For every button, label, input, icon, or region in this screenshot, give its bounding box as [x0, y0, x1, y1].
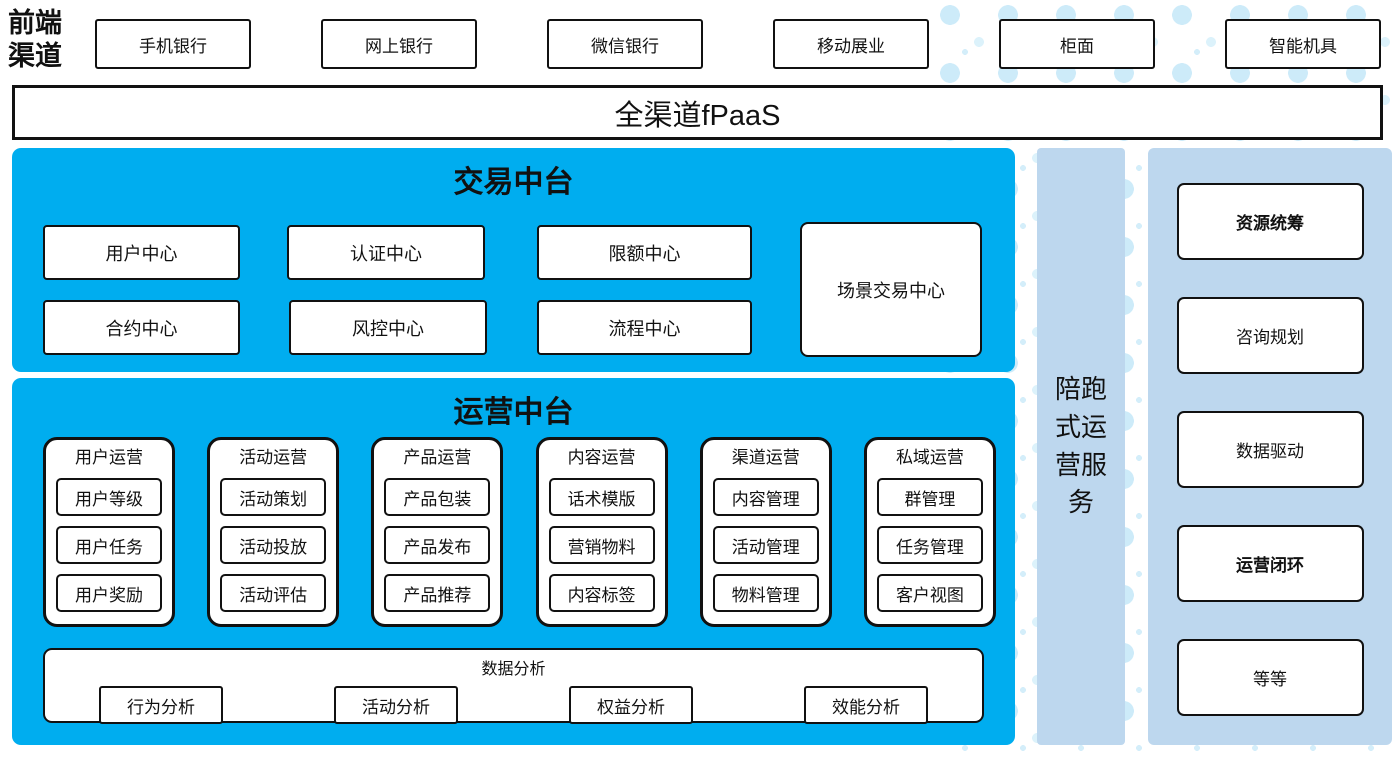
box-user-level: 用户等级: [56, 478, 162, 516]
group-title: 产品运营: [403, 448, 472, 467]
box-behavior-analysis: 行为分析: [99, 686, 223, 724]
box-user-center: 用户中心: [43, 225, 240, 280]
box-user-task: 用户任务: [56, 526, 162, 564]
box-product-release: 产品发布: [384, 526, 491, 564]
box-marketing-material: 营销物料: [548, 526, 655, 564]
box-activity-evaluation: 活动评估: [220, 574, 327, 612]
box-risk-center: 风控中心: [289, 300, 487, 355]
box-scene-trading-center: 场景交易中心: [800, 222, 982, 357]
box-activity-management: 活动管理: [712, 526, 819, 564]
box-efficiency-analysis: 效能分析: [804, 686, 928, 724]
box-auth-center: 认证中心: [287, 225, 485, 280]
channel-box-mobile-marketing: 移动展业: [773, 19, 929, 69]
box-data-driven: 数据驱动: [1176, 411, 1364, 488]
box-etc: 等等: [1176, 639, 1364, 716]
group-title: 内容运营: [567, 448, 636, 467]
box-process-center: 流程中心: [537, 300, 752, 355]
group-channel-operation: 渠道运营 内容管理 活动管理 物料管理: [699, 437, 832, 627]
box-product-recommendation: 产品推荐: [384, 574, 491, 612]
box-limit-center: 限额中心: [537, 225, 752, 280]
data-analysis-panel: 数据分析 行为分析 活动分析 权益分析 效能分析: [43, 648, 984, 724]
group-content-operation: 内容运营 话术模版 营销物料 内容标签: [535, 437, 668, 627]
right-service-panel: 资源统筹 咨询规划 数据驱动 运营闭环 等等: [1148, 148, 1392, 745]
group-private-domain-operation: 私域运营 群管理 任务管理 客户视图: [863, 437, 996, 627]
box-contract-center: 合约中心: [43, 300, 240, 355]
fpaas-bar-label: 全渠道fPaaS: [614, 99, 781, 132]
side-strip-label: 陪跑式运营服务: [1054, 374, 1107, 518]
front-channels-label: 前端渠道: [8, 8, 62, 72]
front-channels-row: 手机银行 网上银行 微信银行 移动展业 柜面 智能机具: [95, 19, 1381, 69]
box-user-reward: 用户奖励: [56, 574, 162, 612]
channel-box-wechat-banking: 微信银行: [547, 19, 703, 69]
omnichannel-fpaas-bar: 全渠道fPaaS: [12, 85, 1383, 140]
box-activity-planning: 活动策划: [220, 478, 327, 516]
box-activity-analysis: 活动分析: [334, 686, 458, 724]
group-title: 活动运营: [239, 448, 308, 467]
channel-box-smart-devices: 智能机具: [1225, 19, 1381, 69]
trading-platform-title: 交易中台: [453, 165, 574, 200]
box-product-packaging: 产品包装: [384, 478, 491, 516]
operation-platform-title: 运营中台: [453, 395, 574, 430]
data-analysis-row: 行为分析 活动分析 权益分析 效能分析: [45, 686, 982, 724]
group-title: 用户运营: [75, 448, 143, 467]
group-product-operation: 产品运营 产品包装 产品发布 产品推荐: [371, 437, 504, 627]
channel-box-mobile-banking: 手机银行: [95, 19, 251, 69]
box-resource-coordination: 资源统筹: [1176, 183, 1364, 260]
box-content-management: 内容管理: [712, 478, 819, 516]
trading-platform-block: 交易中台 用户中心 认证中心 限额中心 合约中心 风控中心 流程中心 场景交易中…: [12, 148, 1015, 372]
channel-box-online-banking: 网上银行: [321, 19, 477, 69]
box-customer-view: 客户视图: [876, 574, 983, 612]
operation-platform-block: 运营中台 用户运营 用户等级 用户任务 用户奖励 活动运营 活动策划 活动投放 …: [12, 378, 1015, 745]
group-user-operation: 用户运营 用户等级 用户任务 用户奖励: [43, 437, 175, 627]
box-script-template: 话术模版: [548, 478, 655, 516]
group-title: 私域运营: [895, 448, 964, 467]
box-benefit-analysis: 权益分析: [569, 686, 693, 724]
box-material-management: 物料管理: [712, 574, 819, 612]
group-title: 渠道运营: [731, 448, 800, 467]
box-content-tag: 内容标签: [548, 574, 655, 612]
box-operation-closed-loop: 运营闭环: [1176, 525, 1364, 602]
operation-groups-row: 用户运营 用户等级 用户任务 用户奖励 活动运营 活动策划 活动投放 活动评估 …: [43, 437, 996, 627]
box-activity-delivery: 活动投放: [220, 526, 327, 564]
box-task-management: 任务管理: [876, 526, 983, 564]
accompanying-operation-service-strip: 陪跑式运营服务: [1037, 148, 1125, 745]
box-group-management: 群管理: [876, 478, 983, 516]
data-analysis-title: 数据分析: [481, 661, 546, 678]
box-consulting-planning: 咨询规划: [1176, 297, 1364, 374]
group-activity-operation: 活动运营 活动策划 活动投放 活动评估: [207, 437, 340, 627]
channel-box-counter: 柜面: [999, 19, 1155, 69]
